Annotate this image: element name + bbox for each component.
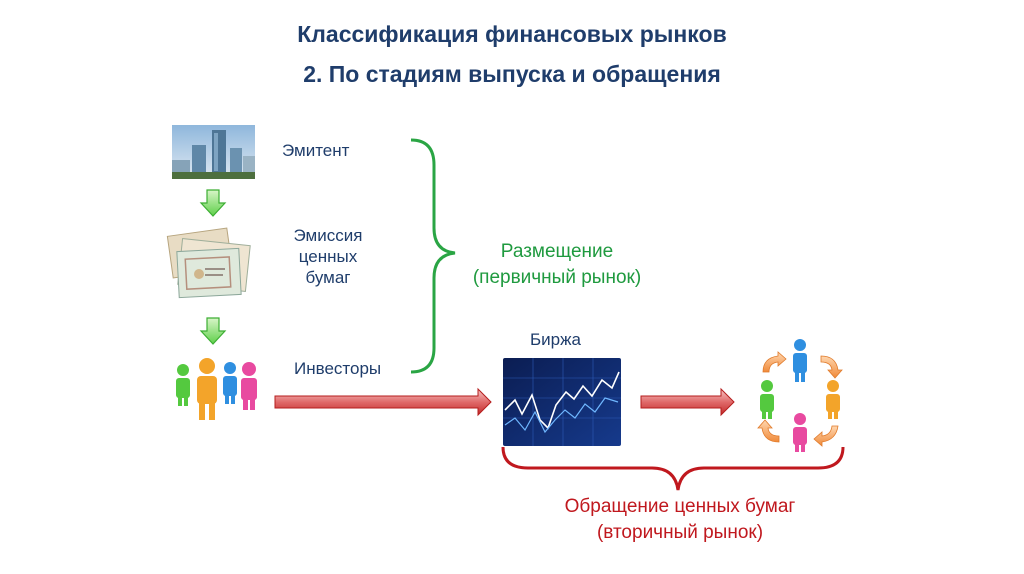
exchange-screen-image (503, 358, 621, 446)
red-arrow-right-icon (274, 387, 492, 417)
emission-label-line: ценных (298, 247, 358, 266)
page-title: Классификация финансовых рынков (297, 21, 727, 47)
exchange-label: Биржа (530, 330, 581, 349)
trading-cycle-icon (757, 339, 843, 452)
primary-market-brace (410, 138, 456, 374)
secondary-market-line: Обращение ценных бумаг (564, 496, 796, 517)
red-arrow-right-icon (640, 387, 735, 417)
building-image (172, 125, 255, 179)
issuer-label: Эмитент (282, 141, 350, 160)
primary-market-line: (первичный рынок) (472, 267, 642, 288)
primary-market-label: Размещение (первичный рынок) (447, 239, 667, 291)
investors-label: Инвесторы (294, 359, 382, 378)
certificates-image (166, 227, 251, 299)
investors-people-icon (176, 358, 257, 420)
emission-label-line: бумаг (305, 268, 351, 287)
emission-label-line: Эмиссия (293, 226, 363, 245)
emission-label: Эмиссия ценных бумаг (283, 225, 373, 288)
page-subtitle: 2. По стадиям выпуска и обращения (303, 61, 721, 87)
primary-market-line: Размещение (500, 241, 614, 262)
green-arrow-down-icon (199, 189, 227, 217)
secondary-market-brace (501, 446, 845, 491)
secondary-market-label: Обращение ценных бумаг (вторичный рынок) (510, 494, 850, 546)
secondary-market-line: (вторичный рынок) (596, 522, 764, 543)
green-arrow-down-icon (199, 317, 227, 345)
